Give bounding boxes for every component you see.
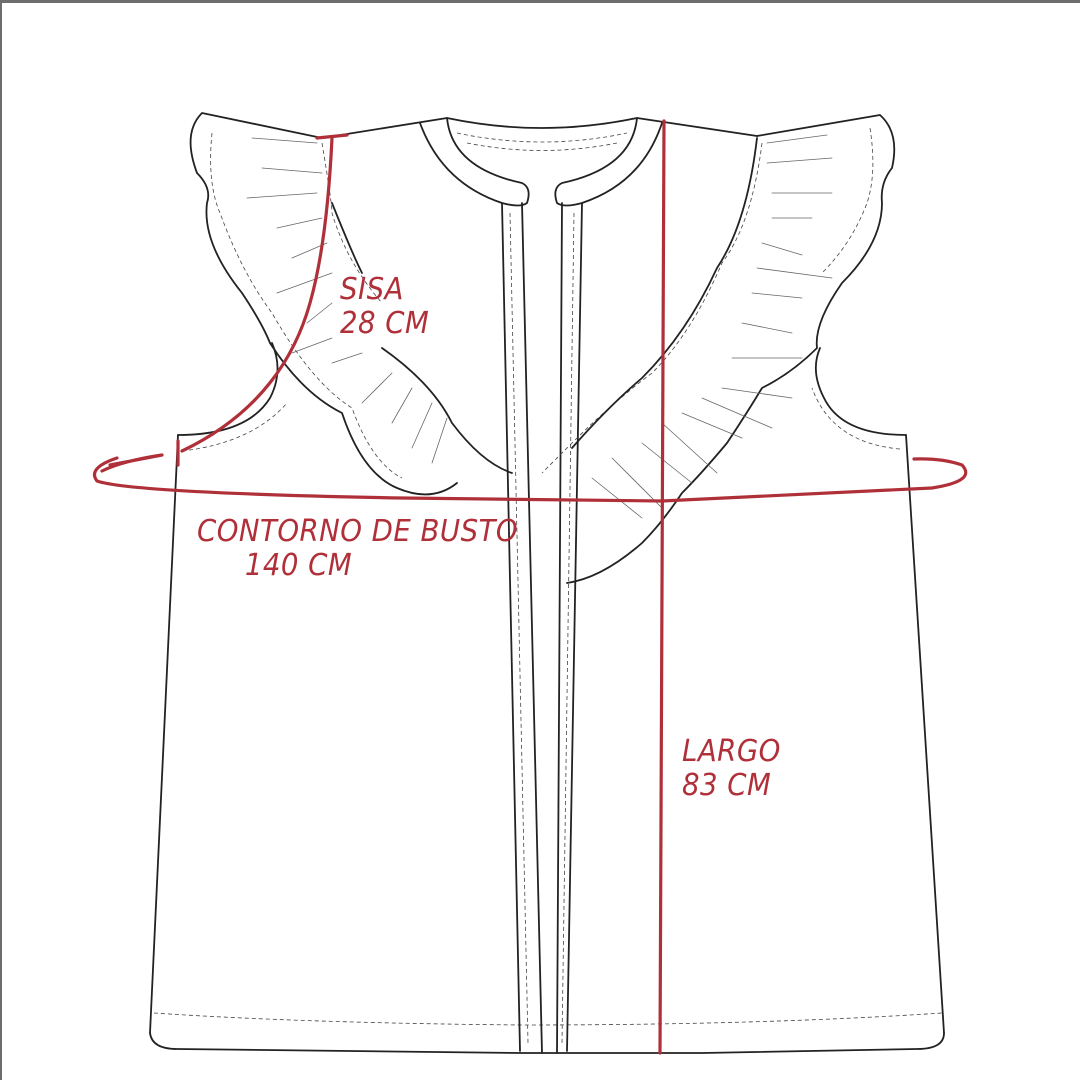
busto-value: 140 CM <box>244 548 353 583</box>
measure-busto-line <box>92 453 968 503</box>
measure-largo-line <box>658 119 666 1055</box>
garment-body <box>149 342 945 1054</box>
busto-title: CONTORNO DE BUSTO <box>197 514 519 549</box>
front-placket <box>501 202 583 1054</box>
sisa-value: 28 CM <box>340 306 430 341</box>
sisa-label: SISA 28 CM <box>340 273 429 341</box>
sisa-title: SISA <box>340 272 404 307</box>
largo-title: LARGO <box>682 734 781 769</box>
right-ruffle-sleeve <box>541 114 896 584</box>
neckline <box>321 117 758 207</box>
garment-sketch <box>92 112 968 1055</box>
largo-label: LARGO 83 CM <box>682 735 781 803</box>
largo-value: 83 CM <box>682 768 772 803</box>
busto-label: CONTORNO DE BUSTO 140 CM <box>197 515 518 583</box>
measure-sisa-line <box>176 133 349 467</box>
left-ruffle-sleeve <box>189 112 513 496</box>
